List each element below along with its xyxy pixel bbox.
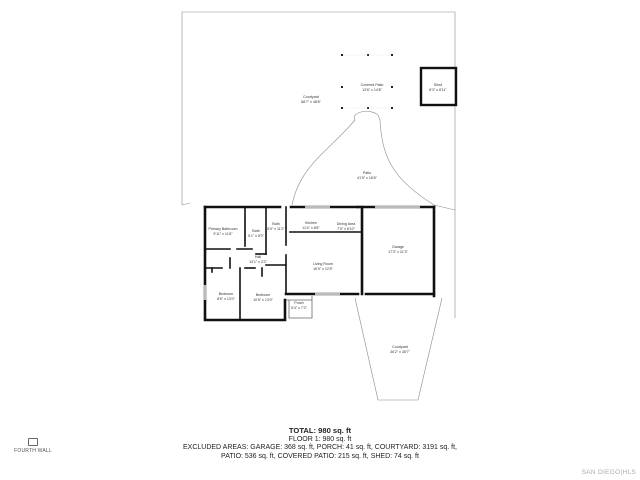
- dim-bath-small: 5'1" x 5'0": [248, 234, 264, 238]
- dim-courtyard-top: 68'7" x 48'8": [301, 100, 321, 104]
- dim-patio: 41'5" x 16'6": [357, 176, 377, 180]
- label-shed: Shed: [434, 83, 442, 87]
- label-garage: Garage: [392, 245, 404, 249]
- fourth-wall-logo: FOURTH WALL: [12, 438, 54, 454]
- dim-bedroom-2: 10'6" x 13'0": [253, 298, 273, 302]
- floor-area: FLOOR 1: 980 sq. ft: [288, 435, 352, 443]
- area-summary: TOTAL: 980 sq. ft FLOOR 1: 980 sq. ft EX…: [120, 426, 520, 461]
- room-labels: Courtyard 68'7" x 48'8" Covered Patio 13…: [209, 83, 448, 354]
- label-living: Living Room: [313, 262, 333, 266]
- dim-porch: 5'4" x 7'2": [291, 306, 307, 310]
- label-courtyard-top: Courtyard: [303, 95, 319, 99]
- label-kitchen: Kitchen: [305, 221, 317, 225]
- patio-posts: [341, 54, 393, 109]
- label-bath: Bath: [272, 222, 279, 226]
- shed-walls: [419, 66, 458, 107]
- site-boundary: [181, 11, 456, 401]
- label-dining: Dining Area: [337, 222, 356, 226]
- dim-shed: 8'3" x 8'11": [429, 88, 447, 92]
- label-covered-patio: Covered Patio: [361, 83, 384, 87]
- label-courtyard-bottom: Courtyard: [392, 345, 408, 349]
- dim-kitchen: 11'4" x 8'8": [302, 226, 320, 230]
- total-area: TOTAL: 980 sq. ft: [288, 426, 352, 435]
- dim-primary-bathroom: 9'11" x 11'8": [213, 232, 233, 236]
- label-hall: Hall: [255, 255, 261, 259]
- logo-text: FOURTH WALL: [14, 448, 52, 454]
- label-bedroom-1: Bedroom: [219, 292, 234, 296]
- label-primary-bathroom: Primary Bathroom: [209, 227, 238, 231]
- dim-courtyard-bottom: 36'2" x 38'7": [390, 350, 410, 354]
- dim-garage: 17'3" x 21'3": [388, 250, 408, 254]
- excluded-areas-line-2: PATIO: 536 sq. ft, COVERED PATIO: 215 sq…: [221, 452, 419, 460]
- label-patio: Patio: [363, 171, 371, 175]
- label-bath-small: Bath: [252, 229, 259, 233]
- label-bedroom-2: Bedroom: [256, 293, 271, 297]
- dim-hall: 14'1" x 3'2": [249, 260, 267, 264]
- dim-living: 16'9" x 12'5": [313, 267, 333, 271]
- logo-mark-icon: [28, 438, 38, 446]
- windows: [203, 205, 420, 300]
- dim-bath: 6'0" x 11'2": [267, 227, 285, 231]
- dim-covered-patio: 13'6" x 14'8": [362, 88, 382, 92]
- interior-walls: [204, 206, 363, 321]
- dim-dining: 7'5" x 8'10": [337, 227, 355, 231]
- watermark: SAN DIEGO|HLS: [581, 469, 636, 476]
- porch-outline: [286, 296, 313, 319]
- excluded-areas-line-1: EXCLUDED AREAS: GARAGE: 368 sq. ft, PORC…: [182, 444, 457, 452]
- label-porch: Porch: [294, 301, 303, 305]
- dim-bedroom-1: 8'6" x 13'0": [217, 297, 235, 301]
